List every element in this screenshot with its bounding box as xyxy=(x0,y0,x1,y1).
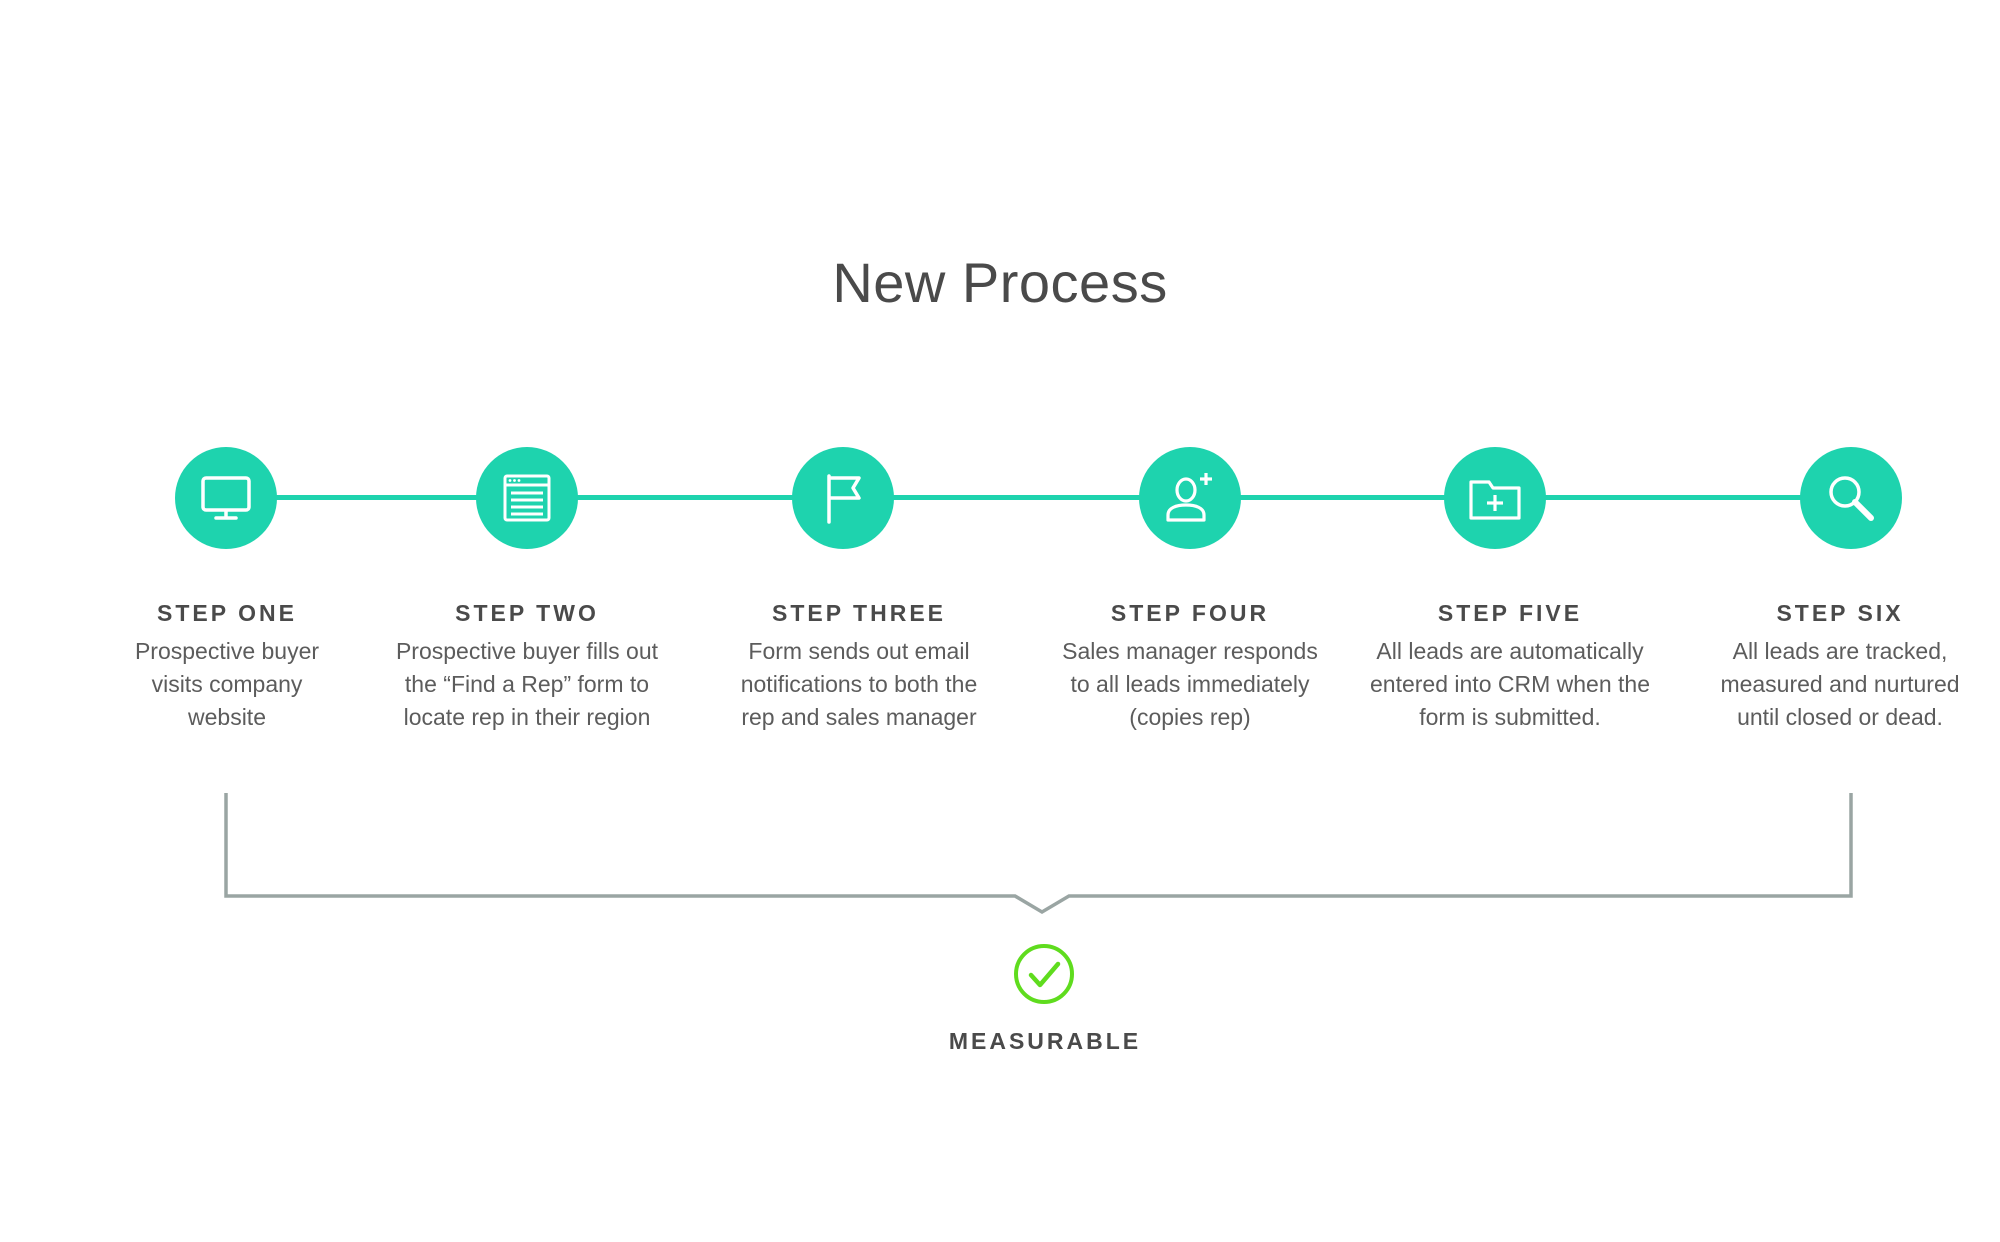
folder-add-icon xyxy=(1469,480,1521,520)
result-label: MEASURABLE xyxy=(948,1028,1142,1054)
diagram-title: New Process xyxy=(832,251,1168,314)
step-description: Prospective buyer fills out the “Find a … xyxy=(395,638,659,730)
step-one: STEP ONE Prospective buyer visits compan… xyxy=(77,600,377,734)
step-four-circle xyxy=(1139,447,1241,549)
add-user-icon xyxy=(1166,473,1212,522)
step-label: STEP ONE xyxy=(157,600,297,626)
step-description: Form sends out email notifications to bo… xyxy=(740,638,978,730)
step-label: STEP TWO xyxy=(455,600,599,626)
timeline-connector xyxy=(226,495,1851,500)
monitor-icon xyxy=(201,476,251,520)
step-description: Sales manager responds to all leads imme… xyxy=(1062,638,1318,730)
flag-icon xyxy=(827,474,861,524)
step-four: STEP FOUR Sales manager responds to all … xyxy=(1040,600,1340,734)
step-description: Prospective buyer visits company website xyxy=(134,638,320,730)
step-label: STEP SIX xyxy=(1776,600,1904,626)
step-five-circle xyxy=(1444,447,1546,549)
step-one-circle xyxy=(175,447,277,549)
step-two: STEP TWO Prospective buyer fills out the… xyxy=(377,600,677,734)
step-six: STEP SIX All leads are tracked, measured… xyxy=(1690,600,1990,734)
step-three-circle xyxy=(792,447,894,549)
step-six-circle xyxy=(1800,447,1902,549)
step-description: All leads are tracked, measured and nurt… xyxy=(1720,638,1960,730)
step-label: STEP THREE xyxy=(772,600,946,626)
browser-window-icon xyxy=(503,474,551,522)
checkmark-circle-icon xyxy=(1014,944,1074,1004)
step-two-circle xyxy=(476,447,578,549)
step-three: STEP THREE Form sends out email notifica… xyxy=(709,600,1009,734)
step-label: STEP FIVE xyxy=(1437,600,1583,626)
step-label: STEP FOUR xyxy=(1110,600,1270,626)
step-description: All leads are automatically entered into… xyxy=(1370,638,1650,730)
search-icon xyxy=(1829,476,1874,521)
step-five: STEP FIVE All leads are automatically en… xyxy=(1360,600,1660,734)
